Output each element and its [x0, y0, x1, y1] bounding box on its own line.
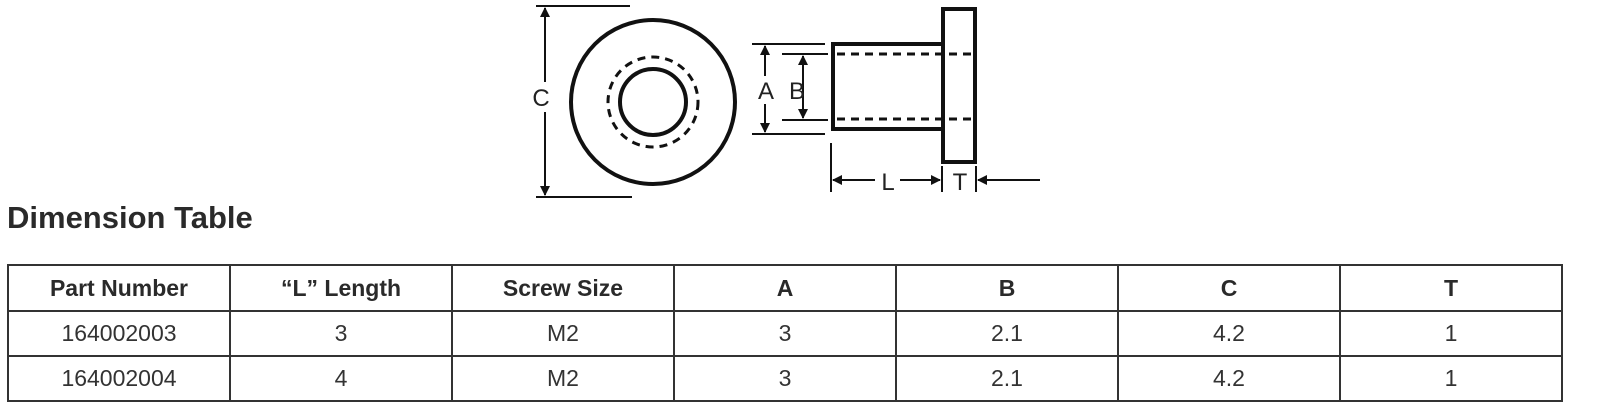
table-cell: 4.2 [1117, 355, 1341, 402]
bushing-dimension-diagram: C A B L T [532, 5, 1040, 198]
column-header: C [1117, 264, 1341, 312]
table-cell: 1 [1339, 355, 1563, 402]
front-view [536, 5, 737, 198]
table-cell: M2 [451, 310, 675, 357]
dimension-table: Part Number “L” Length Screw Size A B C … [7, 264, 1563, 402]
dimension-label-c: C [532, 85, 549, 112]
column-header: Screw Size [451, 264, 675, 312]
table-cell: 4 [229, 355, 453, 402]
dimension-label-a: A [758, 78, 774, 105]
table-cell: 3 [673, 355, 897, 402]
column-header: Part Number [7, 264, 231, 312]
column-header: “L” Length [229, 264, 453, 312]
section-title: Dimension Table [7, 200, 253, 235]
column-header: A [673, 264, 897, 312]
table-cell: 164002003 [7, 310, 231, 357]
table-header-row: Part Number “L” Length Screw Size A B C … [7, 264, 1563, 312]
table-row: 164002004 4 M2 3 2.1 4.2 1 [7, 355, 1563, 402]
side-view [752, 7, 1040, 192]
column-header: T [1339, 264, 1563, 312]
table-row: 164002003 3 M2 3 2.1 4.2 1 [7, 310, 1563, 357]
dimension-label-t: T [953, 169, 968, 196]
table-cell: 4.2 [1117, 310, 1341, 357]
table-cell: M2 [451, 355, 675, 402]
column-header: B [895, 264, 1119, 312]
dimension-label-l: L [881, 169, 894, 196]
dimension-label-b: B [789, 78, 805, 105]
table-cell: 2.1 [895, 355, 1119, 402]
table-cell: 2.1 [895, 310, 1119, 357]
table-cell: 164002004 [7, 355, 231, 402]
table-cell: 1 [1339, 310, 1563, 357]
table-cell: 3 [229, 310, 453, 357]
table-cell: 3 [673, 310, 897, 357]
